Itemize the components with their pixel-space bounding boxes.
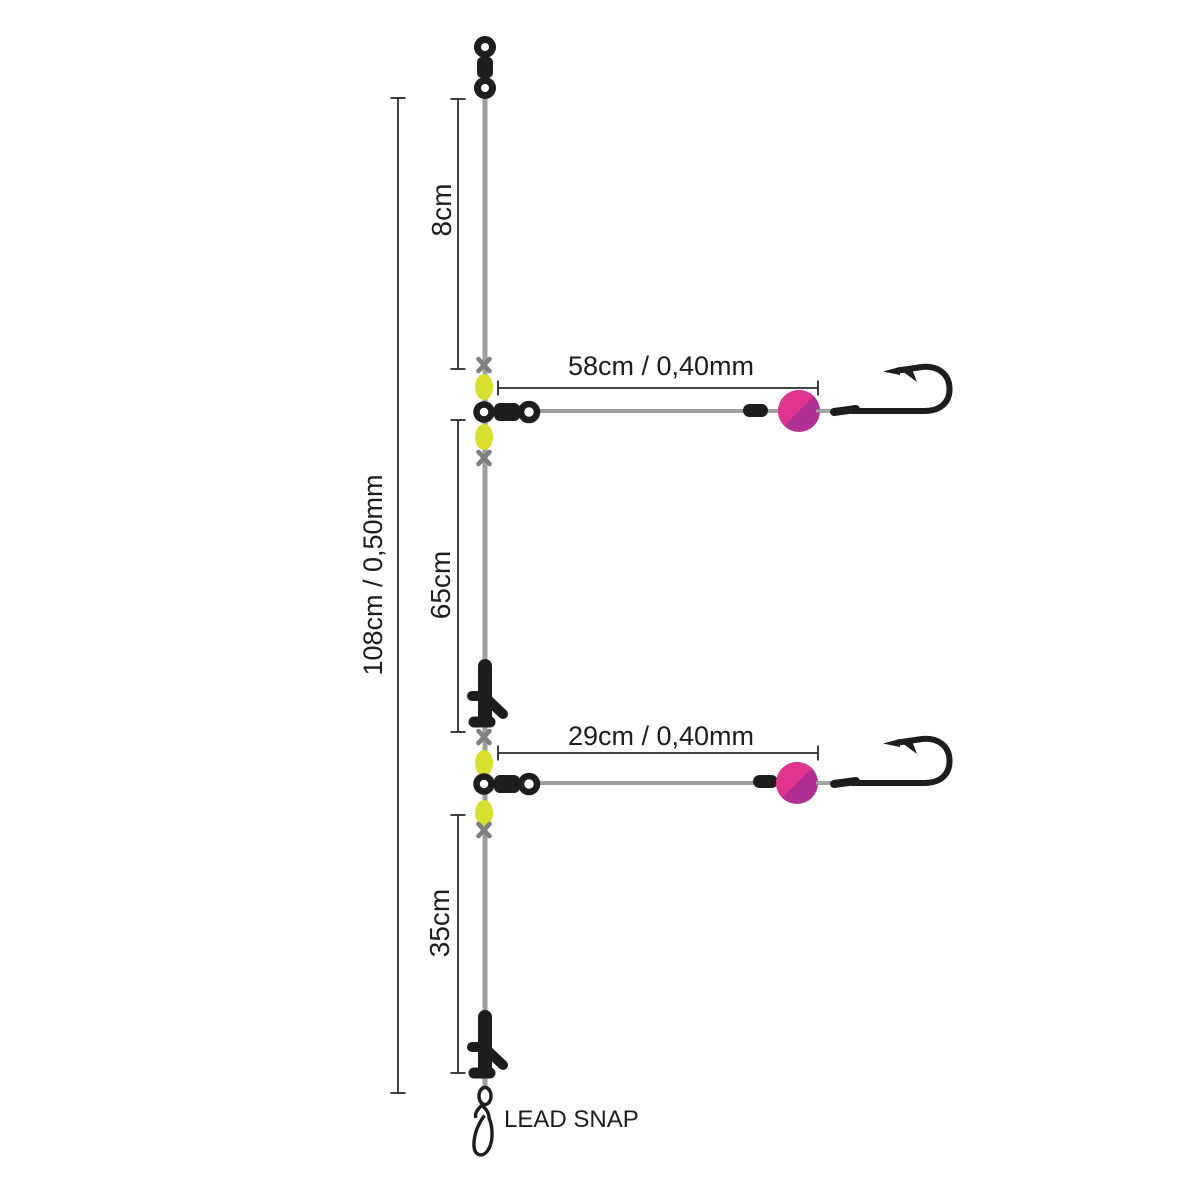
swivel-barrel [477, 57, 493, 78]
dimension-upper-snood: 58cm / 0,40mm [497, 351, 819, 396]
lower-snood-label: 29cm / 0,40mm [568, 721, 754, 751]
lead-snap-label: LEAD SNAP [504, 1106, 639, 1133]
yellow-bead [475, 374, 493, 400]
snood-swivel-barrel [494, 403, 520, 421]
snood-swivel-eye-icon [517, 772, 541, 796]
total-length-label: 108cm / 0,50mm [358, 474, 388, 675]
top-swivel [474, 36, 496, 99]
pink-bead-highlight [777, 389, 814, 426]
hook-icon [816, 363, 953, 416]
swivel-eye-icon [474, 36, 496, 58]
yellow-bead [475, 424, 493, 450]
stop-sleeve [743, 404, 768, 417]
yellow-bead [475, 750, 493, 776]
yellow-bead [475, 800, 493, 826]
hook-icon [816, 735, 953, 788]
dimension-middle-segment: 65cm [425, 419, 466, 733]
snood-swivel-eye-icon [473, 773, 495, 795]
lower-snood-assembly [473, 728, 953, 839]
upper-snood-assembly [473, 356, 953, 467]
dimension-lower-snood: 29cm / 0,40mm [497, 721, 819, 761]
snood-swivel-eye-icon [473, 401, 495, 423]
crimp-x-icon [476, 449, 492, 467]
bait-clip-icon [467, 1010, 508, 1079]
middle-segment-label: 65cm [425, 551, 456, 619]
dimension-bottom-segment: 35cm [424, 814, 466, 1074]
top-segment-label: 8cm [426, 184, 457, 237]
lead-snap-icon [472, 1085, 494, 1157]
dimension-total-length: 108cm / 0,50mm [358, 97, 406, 1094]
snood-swivel-barrel [494, 775, 520, 793]
crimp-x-icon [476, 821, 492, 839]
upper-snood-label: 58cm / 0,40mm [568, 351, 754, 381]
stop-sleeve [753, 775, 778, 788]
bait-clip-icon [467, 659, 508, 728]
crimp-x-icon [476, 356, 492, 374]
pink-bead-highlight [775, 761, 812, 798]
dimension-top-segment: 8cm [426, 98, 466, 370]
swivel-eye-icon [474, 77, 496, 99]
crimp-x-icon [476, 728, 492, 746]
bottom-segment-label: 35cm [424, 889, 455, 957]
snood-swivel-eye-icon [517, 400, 541, 424]
